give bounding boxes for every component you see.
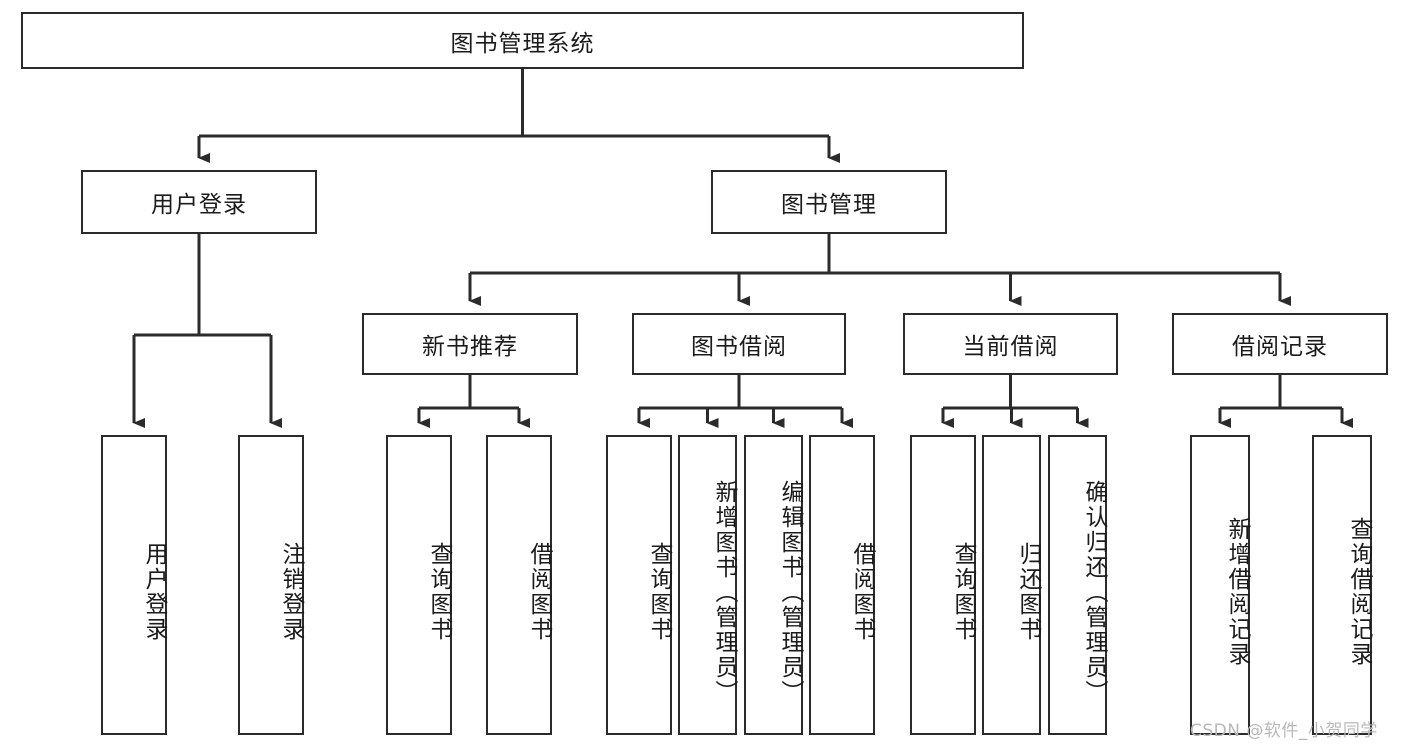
csdn-watermark: CSDN @软件_小贺同学 <box>1190 721 1378 741</box>
node-label-leaf-login-2: 注销登录 <box>278 542 304 642</box>
node-current: 当前借阅 <box>903 313 1118 375</box>
node-leaf-bor-3: 编辑图书（管理员） <box>744 435 803 735</box>
node-label-leaf-bor-4: 借阅图书 <box>849 542 875 642</box>
node-label-leaf-rec-1: 新增借阅记录 <box>1224 517 1250 667</box>
node-leaf-cur-1: 查询图书 <box>910 435 976 735</box>
node-leaf-bor-4: 借阅图书 <box>809 435 875 735</box>
node-label-leaf-bor-2: 新增图书（管理员） <box>711 479 737 705</box>
node-leaf-cur-2: 归还图书 <box>982 435 1041 735</box>
node-records: 借阅记录 <box>1172 313 1388 375</box>
node-leaf-cur-3: 确认归还（管理员） <box>1048 435 1107 735</box>
node-login: 用户登录 <box>81 170 317 234</box>
node-root: 图书管理系统 <box>21 12 1024 69</box>
node-label-leaf-bor-1: 查询图书 <box>646 542 672 642</box>
node-newbook: 新书推荐 <box>362 313 578 375</box>
node-label-leaf-cur-2: 归还图书 <box>1015 542 1041 642</box>
node-leaf-new-1: 查询图书 <box>386 435 452 735</box>
node-label-leaf-bor-3: 编辑图书（管理员） <box>777 479 803 705</box>
node-leaf-rec-1: 新增借阅记录 <box>1190 435 1250 735</box>
node-borrow: 图书借阅 <box>632 313 846 375</box>
node-label-leaf-login-1: 用户登录 <box>141 542 167 642</box>
node-leaf-login-1: 用户登录 <box>101 435 167 735</box>
node-bookmgmt: 图书管理 <box>711 170 947 234</box>
node-leaf-bor-1: 查询图书 <box>606 435 672 735</box>
node-label-leaf-new-1: 查询图书 <box>426 542 452 642</box>
node-label-leaf-rec-2: 查询借阅记录 <box>1346 517 1372 667</box>
node-leaf-new-2: 借阅图书 <box>486 435 552 735</box>
node-label-leaf-cur-1: 查询图书 <box>950 542 976 642</box>
node-leaf-rec-2: 查询借阅记录 <box>1312 435 1372 735</box>
node-label-leaf-cur-3: 确认归还（管理员） <box>1081 479 1107 705</box>
node-leaf-login-2: 注销登录 <box>238 435 304 735</box>
node-leaf-bor-2: 新增图书（管理员） <box>678 435 737 735</box>
node-label-leaf-new-2: 借阅图书 <box>526 542 552 642</box>
